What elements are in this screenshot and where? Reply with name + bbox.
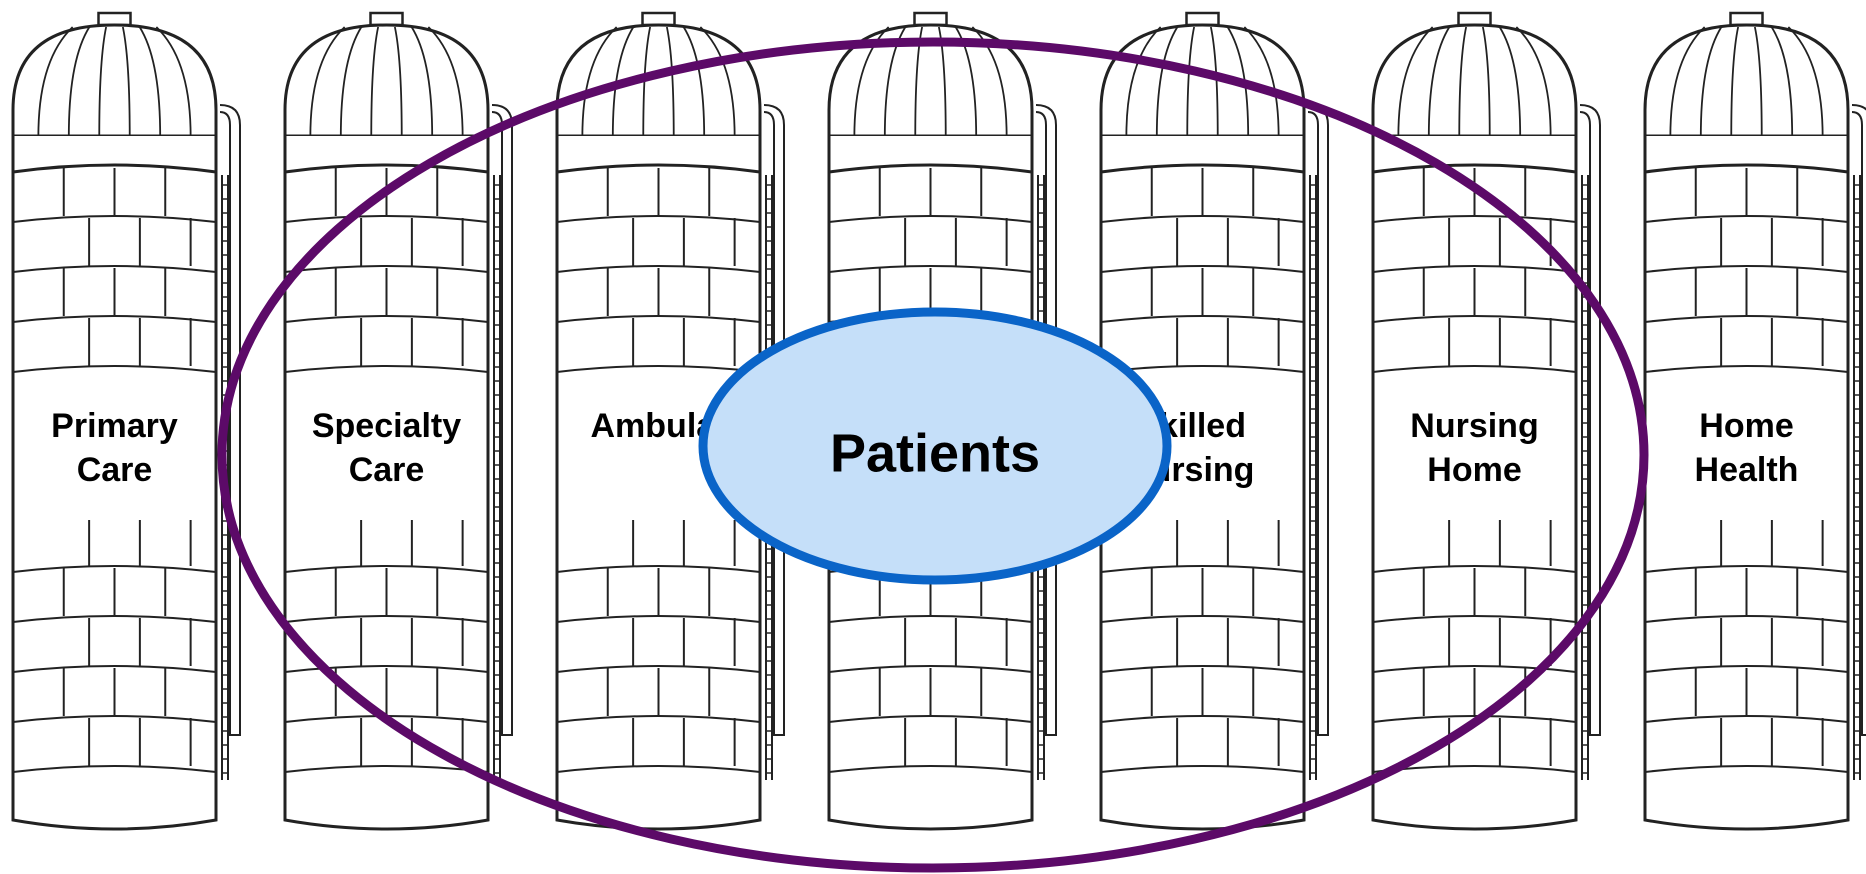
silo-label-line1: Specialty: [312, 407, 461, 445]
silo-label-line2: Health: [1695, 451, 1799, 489]
silo-label-line2: Care: [349, 451, 425, 489]
silo-label-line1: Home: [1699, 407, 1793, 445]
silo-label-line1: Primary: [51, 407, 178, 445]
center-label: Patients: [830, 423, 1040, 483]
outer-ring: [217, 37, 1649, 873]
patients-ellipse: [698, 307, 1172, 585]
silo-label-line1: Nursing: [1410, 407, 1538, 445]
center-node: Patients: [698, 307, 1172, 585]
silo-label-line1: killed: [1159, 407, 1246, 445]
silo-label-line2: Care: [77, 451, 153, 489]
silo-label-line2: Home: [1427, 451, 1521, 489]
silo: Ambulat: [555, 11, 785, 831]
